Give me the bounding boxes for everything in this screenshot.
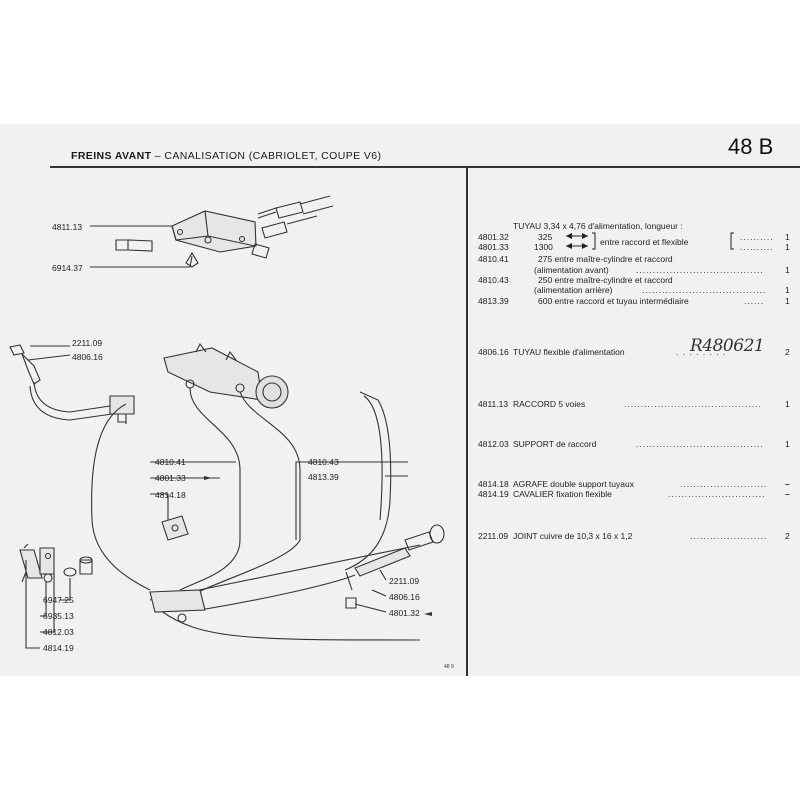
part-ref-4814-18: 4814.18 (478, 479, 509, 489)
part-desc-4810-43: 250 entre maître-cylindre et raccord (538, 275, 673, 285)
part-desc-1300: 1300 (534, 242, 553, 252)
leader-dots: . . . . . . . . (676, 347, 727, 357)
label-4814-18: 4814.18 (155, 490, 186, 500)
part-desc-alim-arriere: (alimentation arrière) (534, 285, 613, 295)
part-ref-4810-41: 4810.41 (478, 254, 509, 264)
header-rule (50, 166, 800, 168)
label-6914-37: 6914.37 (52, 263, 83, 273)
label-4801-32: 4801.32 (389, 608, 420, 618)
part-qty-4806-16: 2 (785, 347, 790, 357)
leader-dots: .......................... (680, 479, 768, 489)
leader-dots: .......... (740, 232, 774, 242)
leader-dots: ..................................... (642, 285, 767, 295)
title-rest: – CANALISATION (CABRIOLET, COUPE V6) (154, 150, 382, 162)
part-desc-4810-41: 275 entre maître-cylindre et raccord (538, 254, 673, 264)
label-4812-03: 4812.03 (43, 627, 74, 637)
part-desc-tuyau: TUYAU 3,34 x 4,76 d'alimentation, longue… (513, 221, 683, 231)
part-desc-2211-09: JOINT cuivre de 10,3 x 16 x 1,2 (513, 531, 633, 541)
leader-dots: ...................................... (636, 439, 764, 449)
label-4801-33: 4801.33 (155, 473, 186, 483)
part-qty-4811-13: 1 (785, 399, 790, 409)
part-qty-4812-03: 1 (785, 439, 790, 449)
label-6935-13: 6935.13 (43, 611, 74, 621)
label-4806-16-bottom: 4806.16 (389, 592, 420, 602)
part-qty-4814-18: – (785, 479, 790, 489)
part-desc-4813-39: 600 entre raccord et tuyau intermédiaire (538, 296, 689, 306)
part-desc-4812-03: SUPPORT de raccord (513, 439, 597, 449)
part-ref-4801-33: 4801.33 (478, 242, 509, 252)
part-ref-4812-03: 4812.03 (478, 439, 509, 449)
part-qty-2211-09: 2 (785, 531, 790, 541)
part-qty-4814-19: – (785, 489, 790, 499)
leader-dots: .......... (740, 242, 774, 252)
leader-dots: ............................. (668, 489, 766, 499)
part-ref-4810-43: 4810.43 (478, 275, 509, 285)
label-4810-43: 4810.43 (308, 457, 339, 467)
label-4810-41: 4810.41 (155, 457, 186, 467)
label-4814-19: 4814.19 (43, 643, 74, 653)
label-4811-13: 4811.13 (52, 222, 83, 232)
part-ref-4811-13: 4811.13 (478, 399, 509, 409)
footer-code: 48 9 (444, 664, 454, 670)
label-2211-09-top: 2211.09 (72, 338, 103, 348)
part-desc-4811-13: RACCORD 5 voies (513, 399, 586, 409)
part-ref-2211-09: 2211.09 (478, 531, 509, 541)
leader-dots: ...................................... (636, 265, 764, 275)
leader-dots: ....................... (690, 531, 768, 541)
leader-dots: ........................................… (624, 399, 762, 409)
page-title: FREINS AVANT – CANALISATION (CABRIOLET, … (71, 150, 381, 162)
part-desc-4806-16: TUYAU flexible d'alimentation (513, 347, 625, 357)
part-desc-4814-19: CAVALIER fixation flexible (513, 489, 612, 499)
part-qty-4810-41: 1 (785, 265, 790, 275)
part-ref-4813-39: 4813.39 (478, 296, 509, 306)
part-desc-alim-avant: (alimentation avant) (534, 265, 609, 275)
part-desc-325: 325 (538, 232, 553, 242)
leader-dots: ...... (744, 296, 765, 306)
part-qty-4801-32: 1 (785, 232, 790, 242)
handwritten-note: R480621 (690, 336, 765, 356)
title-bold: FREINS AVANT (71, 150, 152, 162)
part-ref-4801-32: 4801.32 (478, 232, 509, 242)
label-4813-39: 4813.39 (308, 472, 339, 482)
label-2211-09-bottom: 2211.09 (389, 576, 420, 586)
column-divider (466, 168, 468, 676)
part-ref-4814-19: 4814.19 (478, 489, 509, 499)
part-qty-4813-39: 1 (785, 296, 790, 306)
part-ref-4806-16: 4806.16 (478, 347, 509, 357)
part-desc-entre-raccord: entre raccord et flexible (600, 237, 689, 247)
part-qty-4801-33: 1 (785, 242, 790, 252)
label-6947-25: 6947.25 (43, 595, 74, 605)
part-desc-4814-18: AGRAFE double support tuyaux (513, 479, 634, 489)
label-4806-16-top: 4806.16 (72, 352, 103, 362)
section-number: 48 B (728, 134, 774, 159)
part-qty-4810-43: 1 (785, 285, 790, 295)
